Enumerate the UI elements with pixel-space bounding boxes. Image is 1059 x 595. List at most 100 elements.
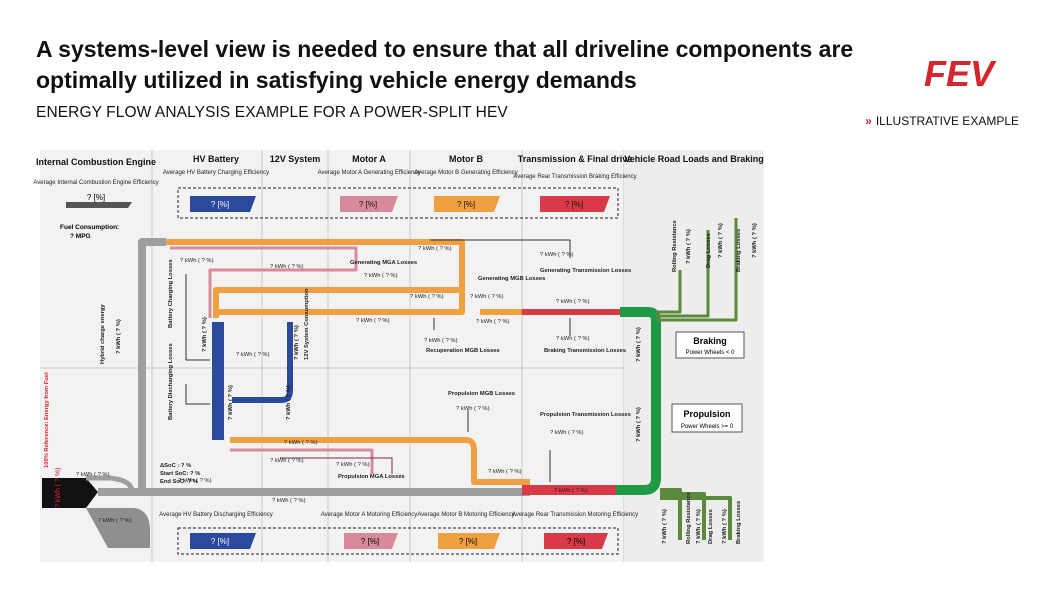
bottom-efficiency-box: [177, 527, 619, 555]
svg-text:Hybrid charge energy: Hybrid charge energy: [100, 304, 106, 364]
top-eff-ma: Average Motor A Generating Efficiency: [318, 170, 421, 176]
svg-text:? kWh ( ? %): ? kWh ( ? %): [284, 440, 318, 446]
svg-text:? kWh ( ? %): ? kWh ( ? %): [722, 509, 728, 544]
header-motor-a: Motor A: [352, 154, 386, 164]
svg-text:? kWh ( ? %): ? kWh ( ? %): [272, 498, 306, 504]
kwh-labels: ? kWh ( ? %) ? kWh ( ? %) ? kWh ( ? %) ?…: [76, 246, 590, 524]
svg-text:Braking Losses: Braking Losses: [736, 501, 742, 544]
svg-text:? kWh ( ? %): ? kWh ( ? %): [696, 509, 702, 544]
propulsion-box: [671, 403, 743, 433]
svg-text:? kWh ( ? %): ? kWh ( ? %): [286, 385, 292, 420]
top-eff-hv: Average HV Battery Charging Efficiency: [163, 170, 269, 176]
svg-text:? kWh ( ? %): ? kWh ( ? %): [270, 458, 304, 464]
svg-text:Average Motor B Motoring Effic: Average Motor B Motoring Efficiency: [417, 512, 514, 518]
svg-text:? kWh ( ? %): ? kWh ( ? %): [550, 430, 584, 436]
svg-text:Recuperation MGB Losses: Recuperation MGB Losses: [426, 348, 500, 354]
svg-text:? kWh ( ? %): ? kWh ( ? %): [752, 223, 758, 258]
svg-text:? kWh ( ? %): ? kWh ( ? %): [554, 488, 588, 494]
svg-text:Braking Transmission Losses: Braking Transmission Losses: [544, 348, 626, 354]
svg-text:? [%]: ? [%]: [211, 200, 229, 209]
svg-text:? kWh ( ? %): ? kWh ( ? %): [228, 385, 234, 420]
svg-text:? kWh ( ? %): ? kWh ( ? %): [556, 299, 590, 305]
svg-text:End SoC: ? %: End SoC: ? %: [160, 479, 198, 485]
svg-text:? kWh ( ? %): ? kWh ( ? %): [418, 246, 452, 252]
svg-text:Power Wheels >= 0: Power Wheels >= 0: [681, 424, 734, 430]
fuel-label: Fuel Consumption:: [60, 224, 119, 231]
svg-text:100% Reference: Energy from Fu: 100% Reference: Energy from Fuel: [44, 372, 50, 468]
header-road: Vehicle Road Loads and Braking: [624, 154, 764, 164]
svg-text:? kWh ( ? %): ? kWh ( ? %): [636, 407, 642, 442]
header-12v: 12V System: [270, 154, 321, 164]
top-arrows: ? [%] ? [%] ? [%] ? [%]: [190, 196, 610, 212]
svg-text:Battery Charging Losses: Battery Charging Losses: [168, 259, 174, 328]
svg-text:? [%]: ? [%]: [211, 537, 229, 546]
svg-text:ΔSoC : ? %: ΔSoC : ? %: [160, 463, 191, 469]
engine-block: [42, 478, 98, 508]
svg-text:? [%]: ? [%]: [459, 537, 477, 546]
svg-text:12V System Consumption: 12V System Consumption: [304, 288, 310, 360]
loss-labels: Generating MGA Losses Generating MGB Los…: [160, 260, 631, 485]
header-hv: HV Battery: [193, 154, 239, 164]
svg-text:Power Wheels < 0: Power Wheels < 0: [686, 350, 736, 356]
svg-text:Propulsion MGA Losses: Propulsion MGA Losses: [338, 474, 405, 480]
svg-text:? [%]: ? [%]: [457, 200, 475, 209]
svg-text:? kWh ( ? %): ? kWh ( ? %): [424, 338, 458, 344]
svg-text:Generating Transmission Losses: Generating Transmission Losses: [540, 268, 631, 274]
svg-text:Drag Losses: Drag Losses: [708, 509, 714, 544]
illustrative-label: ILLUSTRATIVE EXAMPLE: [875, 114, 1019, 128]
svg-text:Propulsion MGB Losses: Propulsion MGB Losses: [448, 391, 515, 397]
svg-text:? kWh ( ? %): ? kWh ( ? %): [470, 294, 504, 300]
svg-text:? kWh ( ? %): ? kWh ( ? %): [540, 252, 574, 258]
ice-eff-arrow: [66, 202, 132, 208]
engine-kwh: ? kWh ( ? %): [55, 468, 62, 508]
svg-text:Generating MGB Losses: Generating MGB Losses: [478, 276, 545, 282]
svg-text:? kWh ( ? %): ? kWh ( ? %): [180, 258, 214, 264]
vertical-labels: Hybrid charge energy ? kWh ( ? %) Batter…: [44, 219, 758, 544]
top-eff-mb: Average Motor B Generating Efficiency: [414, 170, 518, 176]
svg-text:? kWh ( ? %): ? kWh ( ? %): [336, 462, 370, 468]
svg-text:Drag Losses: Drag Losses: [706, 233, 712, 268]
svg-text:? kWh ( ? %): ? kWh ( ? %): [364, 273, 398, 279]
header-trans: Transmission & Final drive: [518, 154, 633, 164]
fuel-value: ? MPG: [70, 233, 91, 240]
svg-text:Average Internal Combustion En: Average Internal Combustion Engine Effic…: [33, 180, 158, 186]
page-title: A systems-level view is needed to ensure…: [36, 36, 854, 93]
illustrative-note: »ILLUSTRATIVE EXAMPLE: [865, 114, 1019, 128]
svg-text:? kWh ( ? %): ? kWh ( ? %): [270, 264, 304, 270]
svg-text:? kWh ( ? %): ? kWh ( ? %): [76, 472, 110, 478]
engine-loss: [86, 508, 150, 548]
svg-text:? kWh ( ? %): ? kWh ( ? %): [236, 352, 270, 358]
svg-text:? kWh ( ? %): ? kWh ( ? %): [556, 336, 590, 342]
svg-text:? kWh ( ? %): ? kWh ( ? %): [686, 229, 692, 264]
svg-text:Rolling Resistance: Rolling Resistance: [686, 491, 692, 544]
page-subtitle: ENERGY FLOW ANALYSIS EXAMPLE FOR A POWER…: [36, 104, 508, 121]
svg-text:? [%]: ? [%]: [567, 537, 585, 546]
svg-text:Rolling Resistance: Rolling Resistance: [672, 219, 678, 272]
svg-text:? kWh ( ? %): ? kWh ( ? %): [356, 318, 390, 324]
fev-logo: FEV: [924, 53, 997, 94]
svg-text:? kWh ( ? %): ? kWh ( ? %): [476, 319, 510, 325]
column-headers: Internal Combustion Engine HV Battery 12…: [36, 154, 764, 167]
svg-text:Generating MGA Losses: Generating MGA Losses: [350, 260, 417, 266]
fev-logo-text: FEV: [924, 53, 997, 94]
bottom-efficiency-labels: Average HV Battery Discharging Efficienc…: [159, 512, 638, 518]
ice-efficiency-label: Average Internal Combustion Engine Effic…: [33, 180, 158, 186]
energy-flows: [98, 218, 738, 540]
svg-text:Battery Discharging Losses: Battery Discharging Losses: [168, 343, 174, 420]
svg-text:Average Motor A Motoring Effic: Average Motor A Motoring Efficiency: [321, 512, 418, 518]
svg-text:? [%]: ? [%]: [361, 537, 379, 546]
svg-text:? kWh ( ? %): ? kWh ( ? %): [294, 325, 300, 360]
svg-text:? [%]: ? [%]: [359, 200, 377, 209]
svg-text:Start SoC: ? %: Start SoC: ? %: [160, 471, 200, 477]
top-eff-trans: Average Rear Transmission Braking Effici…: [513, 174, 636, 180]
svg-text:Braking: Braking: [693, 336, 727, 346]
bottom-arrows: ? [%] ? [%] ? [%] ? [%]: [190, 533, 608, 549]
svg-text:Propulsion: Propulsion: [684, 409, 731, 419]
svg-text:Braking Losses: Braking Losses: [736, 229, 742, 272]
svg-text:? kWh ( ? %): ? kWh ( ? %): [636, 327, 642, 362]
svg-text:? kWh ( ? %): ? kWh ( ? %): [178, 478, 212, 484]
braking-box: [675, 331, 745, 359]
svg-text:? kWh ( ? %): ? kWh ( ? %): [718, 223, 724, 258]
header-ice: Internal Combustion Engine: [36, 157, 156, 167]
